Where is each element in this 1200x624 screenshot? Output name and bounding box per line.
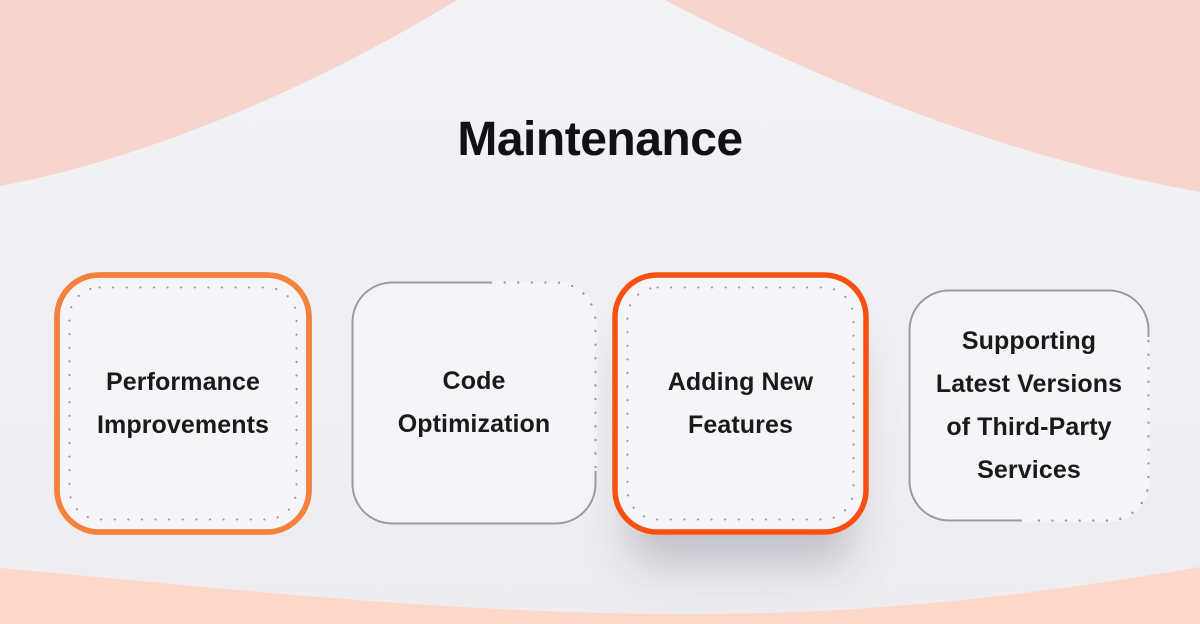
bottom-wave [0, 567, 1200, 624]
top-wave [0, 0, 1200, 192]
card-border-decoration [54, 272, 312, 535]
card-border-decoration [351, 281, 597, 525]
card-label: Supporting Latest Versions of Third-Part… [935, 326, 1123, 484]
card-code-optimization: Code Optimization [351, 281, 597, 525]
card-label: Performance Improvements [96, 367, 270, 439]
card-performance-improvements: Performance Improvements [54, 272, 312, 535]
card-label: Adding New Features [667, 367, 814, 439]
card-border-decoration [612, 272, 869, 535]
card-adding-new-features: Adding New Features [612, 272, 869, 535]
card-border-decoration [908, 289, 1150, 522]
card-supporting-latest-versions: Supporting Latest Versions of Third-Part… [908, 289, 1150, 522]
card-label: Code Optimization [397, 367, 551, 438]
page-title: Maintenance [457, 113, 743, 166]
